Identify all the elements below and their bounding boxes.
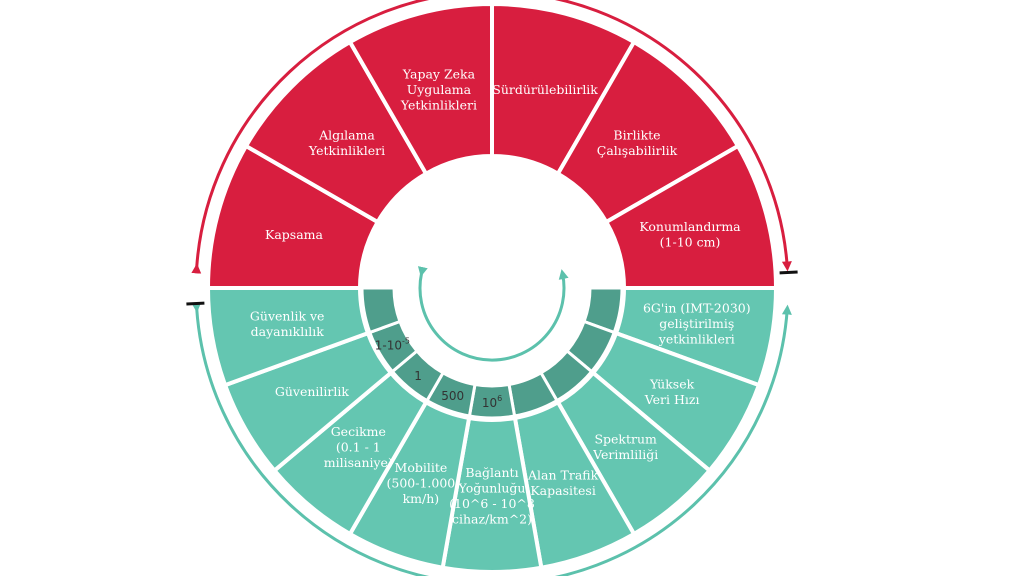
- red-outer-arc-arrow: [191, 0, 792, 274]
- inner-value-106: 106: [482, 394, 502, 410]
- left-boundary-tick: [186, 301, 205, 306]
- inner-value-1: 1: [414, 369, 422, 383]
- right-boundary-tick: [779, 270, 798, 275]
- inner-hole-arc-arrow: [417, 266, 569, 362]
- label-guvenilirlik: Güvenilirlik: [275, 384, 350, 399]
- label-kapsama: Kapsama: [265, 226, 324, 241]
- label-surdurulebilirlik: Sürdürülebilirlik: [492, 82, 598, 97]
- teal-outer-arc-arrow: [191, 302, 792, 581]
- inner-value-1-10-5: 1-10-5: [375, 336, 410, 352]
- label-konumlandirma-1-10-cm: Konumlandırma(1-10 cm): [639, 219, 741, 250]
- inner-value-500: 500: [441, 389, 464, 403]
